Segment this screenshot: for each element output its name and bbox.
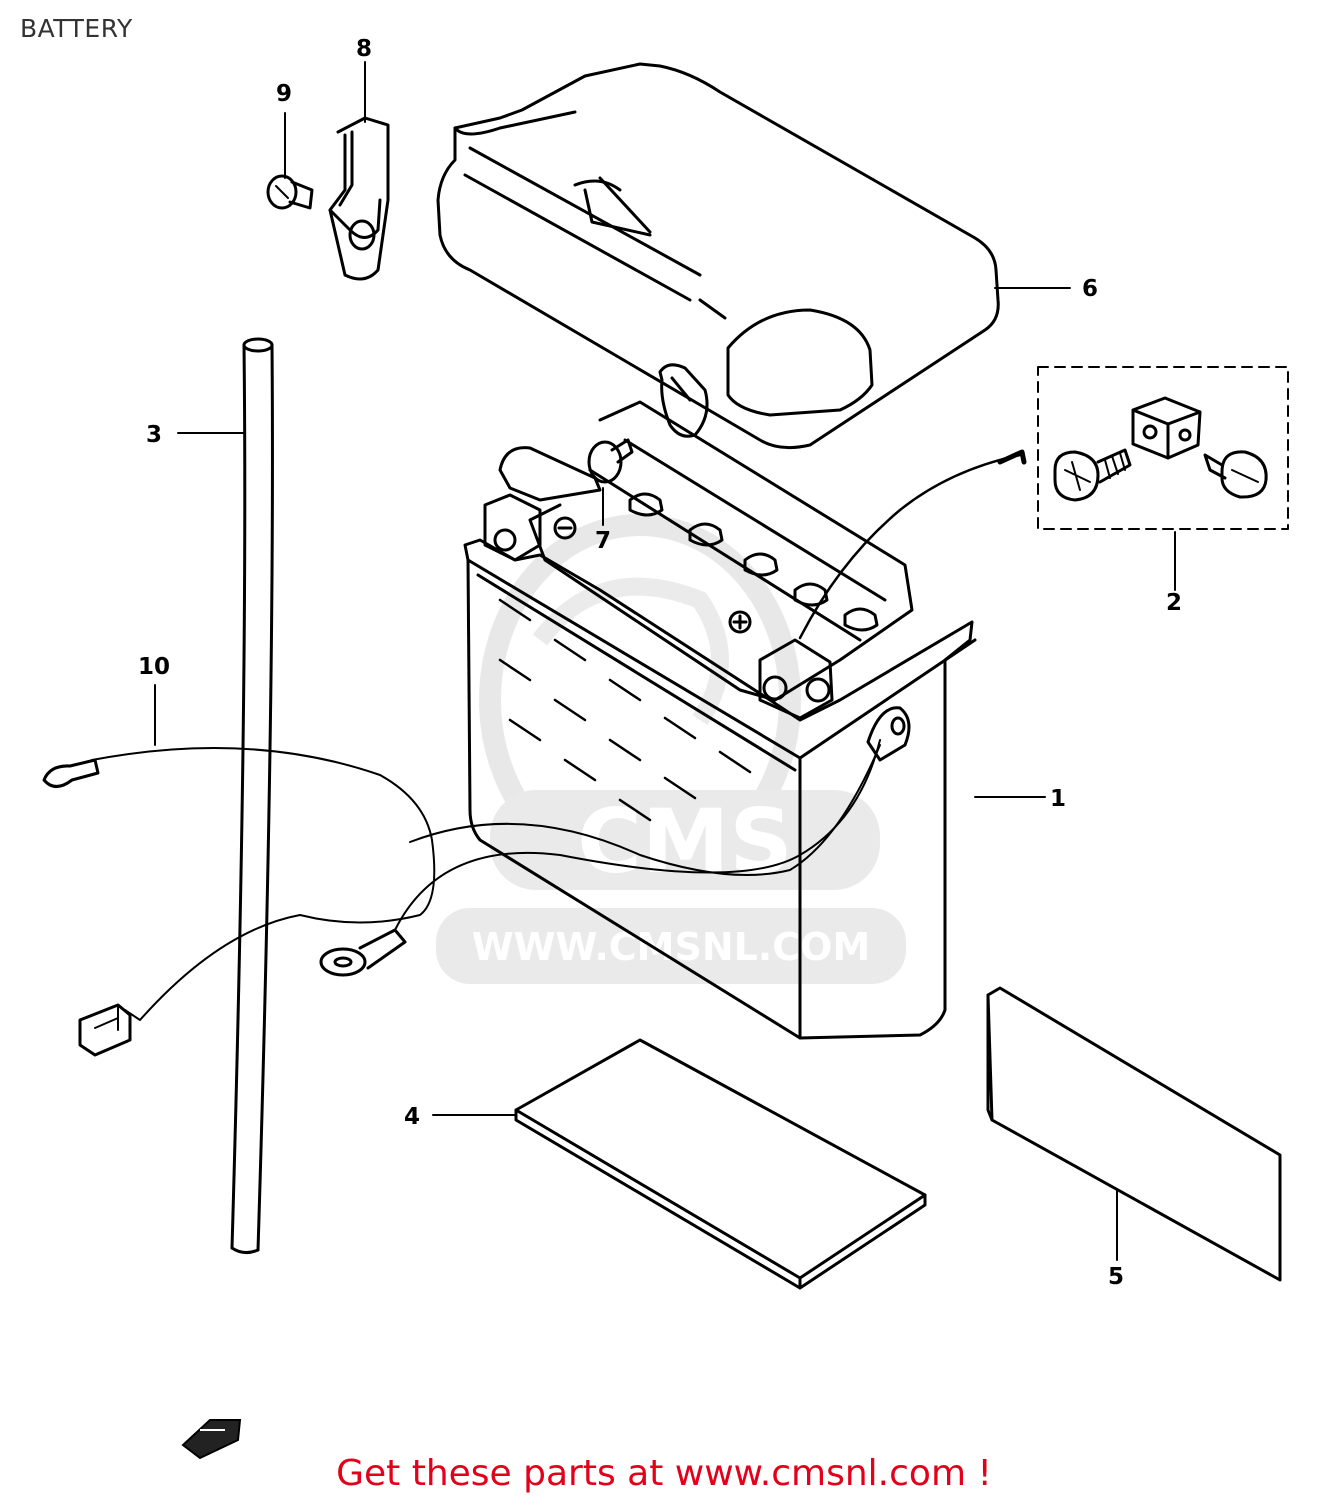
promo-link[interactable]: Get these parts at www.cmsnl.com ! [336, 1453, 992, 1494]
callout-6: 6 [1082, 276, 1098, 302]
callout-2: 2 [1166, 590, 1182, 616]
leader-lines [154, 61, 1176, 1261]
cmsnl-watermark: CMS WWW.CMSNL.COM [436, 514, 906, 984]
watermark-url: WWW.CMSNL.COM [472, 925, 871, 969]
watermark-logo: CMS [577, 790, 793, 893]
battery-positive-lead [798, 453, 1022, 640]
part-9-screw [266, 174, 314, 210]
part-4-pad [514, 1038, 927, 1290]
part-10-lead-wire [42, 747, 436, 1057]
part-5-pad [986, 986, 1282, 1282]
part-3-breather-tube [230, 337, 274, 1255]
part-1-strap [498, 446, 602, 502]
page-title: BATTERY [20, 14, 133, 43]
callout-7: 7 [595, 528, 611, 554]
callout-1: 1 [1050, 786, 1066, 812]
part-6-cover-clip [658, 363, 709, 438]
part-6-battery-cover [436, 62, 1000, 450]
callout-4: 4 [404, 1104, 420, 1130]
arrow-tag-icon [181, 1419, 242, 1460]
callout-9: 9 [276, 81, 292, 107]
callout-8: 8 [356, 36, 372, 62]
part-2-terminal-bolt-set [1037, 366, 1289, 530]
battery-negative-lead [319, 706, 911, 977]
part-7-bolt [587, 438, 634, 484]
callout-5: 5 [1108, 1264, 1124, 1290]
callout-3: 3 [146, 422, 162, 448]
callout-10: 10 [138, 654, 170, 680]
part-8-bracket [328, 116, 390, 281]
